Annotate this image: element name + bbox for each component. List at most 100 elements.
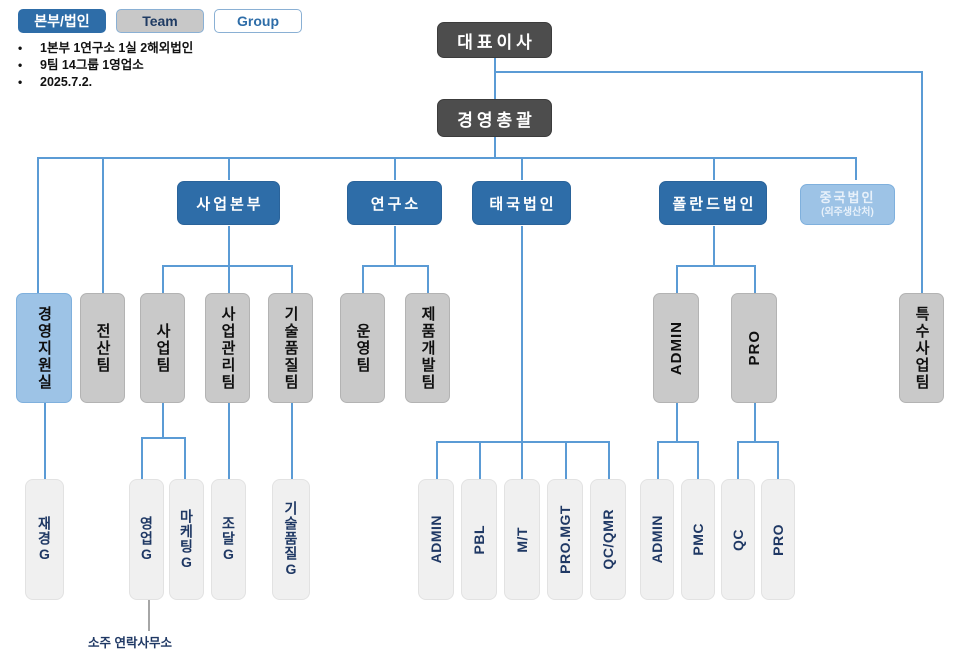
suzhou-liaison-office-label: 소주 연락사무소: [88, 636, 172, 650]
connector-mgmt-support-to-finance-group: [44, 402, 46, 479]
legend-note-item: • 1본부 1연구소 1실 2해외법인: [18, 40, 193, 57]
connector-biz-mgmt-team-to-procurement-group: [228, 402, 230, 479]
legend-tab-team[interactable]: Team: [116, 9, 204, 33]
connector-thailand-to-pbl: [479, 441, 481, 479]
connector-thailand-to-promgt: [565, 441, 567, 479]
node-thailand-corporation-label: 태국법인: [489, 195, 557, 213]
connector-biz-hq-to-tech-quality-team: [291, 265, 293, 293]
connector-ceo-to-special-h: [494, 71, 922, 73]
bullet-icon: •: [18, 75, 23, 89]
node-business-management-team[interactable]: 사업관리팀: [205, 293, 250, 403]
connector-poland-admin-to-admin: [657, 441, 659, 479]
node-technical-quality-group-label: 기술품질G: [283, 501, 299, 578]
node-product-development-team-label: 제품개발팀: [419, 305, 436, 391]
node-thailand-admin-group[interactable]: ADMIN: [418, 479, 454, 600]
node-poland-pro-team[interactable]: PRO: [731, 293, 777, 403]
node-thailand-promgt-group[interactable]: PRO.MGT: [547, 479, 583, 600]
node-poland-pmc-group[interactable]: PMC: [681, 479, 715, 600]
connector-bus-to-rnd: [394, 157, 396, 180]
legend-note-1: 1본부 1연구소 1실 2해외법인: [40, 41, 194, 55]
legend-tab-group[interactable]: Group: [214, 9, 302, 33]
node-marketing-group[interactable]: 마케팅G: [169, 479, 204, 600]
node-poland-corporation[interactable]: 폴란드법인: [659, 181, 767, 225]
connector-ceo-to-special-v: [921, 71, 923, 293]
node-business-management-team-label: 사업관리팀: [219, 305, 236, 391]
node-thailand-promgt-group-label: PRO.MGT: [557, 505, 573, 574]
node-technical-quality-team[interactable]: 기술품질팀: [268, 293, 313, 403]
node-operations-team-label: 운영팀: [354, 322, 371, 374]
node-research-institute-label: 연구소: [370, 195, 422, 213]
node-poland-pmc-group-label: PMC: [690, 523, 706, 556]
node-finance-group-label: 재경G: [36, 516, 53, 563]
node-poland-qc-group[interactable]: QC: [721, 479, 755, 600]
node-coo[interactable]: 경영총괄: [437, 99, 552, 137]
connector-poland-admin-to-pmc: [697, 441, 699, 479]
node-product-development-team[interactable]: 제품개발팀: [405, 293, 450, 403]
node-technical-quality-group[interactable]: 기술품질G: [272, 479, 310, 600]
connector-biz-hq-to-biz-mgmt-team: [228, 265, 230, 293]
legend-note-item: • 2025.7.2.: [18, 74, 193, 91]
connector-bus-to-it-team: [102, 157, 104, 293]
connector-thailand-to-mt: [521, 441, 523, 479]
node-special-business-team-label: 특수사업팀: [913, 305, 930, 391]
node-poland-pro-group-label: PRO: [770, 523, 786, 556]
connector-biz-team-bus: [141, 437, 185, 439]
node-poland-admin-team[interactable]: ADMIN: [653, 293, 699, 403]
node-ceo-label: 대표이사: [457, 32, 536, 52]
node-thailand-pbl-group[interactable]: PBL: [461, 479, 497, 600]
bullet-icon: •: [18, 58, 23, 72]
legend-notes: • 1본부 1연구소 1실 2해외법인 • 9팀 14그룹 1영업소 • 202…: [18, 40, 193, 91]
bullet-icon: •: [18, 41, 23, 55]
connector-poland-drop: [713, 226, 715, 265]
connector-rnd-drop: [394, 226, 396, 265]
legend-note-item: • 9팀 14그룹 1영업소: [18, 57, 193, 74]
suzhou-liaison-office-caption: 소주 연락사무소: [88, 632, 172, 651]
node-sales-group[interactable]: 영업G: [129, 479, 164, 600]
node-thailand-qcqmr-group-label: QC/QMR: [600, 509, 616, 570]
connector-bus-to-thailand: [521, 157, 523, 180]
connector-bus-to-china: [855, 157, 857, 180]
legend-tab-group-label: Group: [237, 13, 279, 29]
node-poland-pro-group[interactable]: PRO: [761, 479, 795, 600]
node-sales-group-label: 영업G: [138, 516, 155, 563]
node-business-team-label: 사업팀: [154, 322, 171, 374]
node-it-team-label: 전산팀: [94, 322, 111, 374]
node-it-team[interactable]: 전산팀: [80, 293, 125, 403]
node-china-corporation-sublabel: (외주생산처): [821, 206, 874, 218]
node-poland-admin-team-label: ADMIN: [667, 320, 685, 376]
legend-tab-division[interactable]: 본부/법인: [18, 9, 106, 33]
connector-ceo-to-coo: [494, 57, 496, 99]
node-procurement-group[interactable]: 조달G: [211, 479, 246, 600]
connector-poland-pro-to-pro: [777, 441, 779, 479]
node-business-headquarters[interactable]: 사업본부: [177, 181, 280, 225]
node-finance-group[interactable]: 재경G: [25, 479, 64, 600]
node-thailand-mt-group[interactable]: M/T: [504, 479, 540, 600]
node-business-team[interactable]: 사업팀: [140, 293, 185, 403]
connector-thailand-to-qcqmr: [608, 441, 610, 479]
connector-thailand-drop: [521, 226, 523, 442]
node-poland-admin-group[interactable]: ADMIN: [640, 479, 674, 600]
connector-biz-hq-bus: [162, 265, 292, 267]
node-technical-quality-team-label: 기술품질팀: [282, 305, 299, 391]
node-ceo[interactable]: 대표이사: [437, 22, 552, 58]
node-research-institute[interactable]: 연구소: [347, 181, 442, 225]
connector-bus-to-poland: [713, 157, 715, 180]
node-china-corporation[interactable]: 중국법인 (외주생산처): [800, 184, 895, 225]
node-management-support-office-label: 경영지원실: [35, 305, 53, 391]
node-management-support-office[interactable]: 경영지원실: [16, 293, 72, 403]
legend-note-3: 2025.7.2.: [40, 75, 93, 89]
connector-biz-hq-drop: [228, 226, 230, 265]
node-thailand-qcqmr-group[interactable]: QC/QMR: [590, 479, 626, 600]
connector-bus-to-mgmt-support: [37, 157, 39, 293]
node-thailand-pbl-group-label: PBL: [471, 524, 487, 555]
node-special-business-team[interactable]: 특수사업팀: [899, 293, 944, 403]
connector-rnd-to-product-dev-team: [427, 265, 429, 293]
connector-main-bus: [37, 157, 855, 159]
node-thailand-corporation[interactable]: 태국법인: [472, 181, 571, 225]
node-thailand-admin-group-label: ADMIN: [428, 515, 444, 564]
node-poland-admin-group-label: ADMIN: [649, 515, 665, 564]
node-china-corporation-label: 중국법인: [819, 189, 876, 205]
connector-biz-team-drop: [162, 402, 164, 437]
connector-biz-team-to-sales-group: [141, 437, 143, 479]
node-operations-team[interactable]: 운영팀: [340, 293, 385, 403]
